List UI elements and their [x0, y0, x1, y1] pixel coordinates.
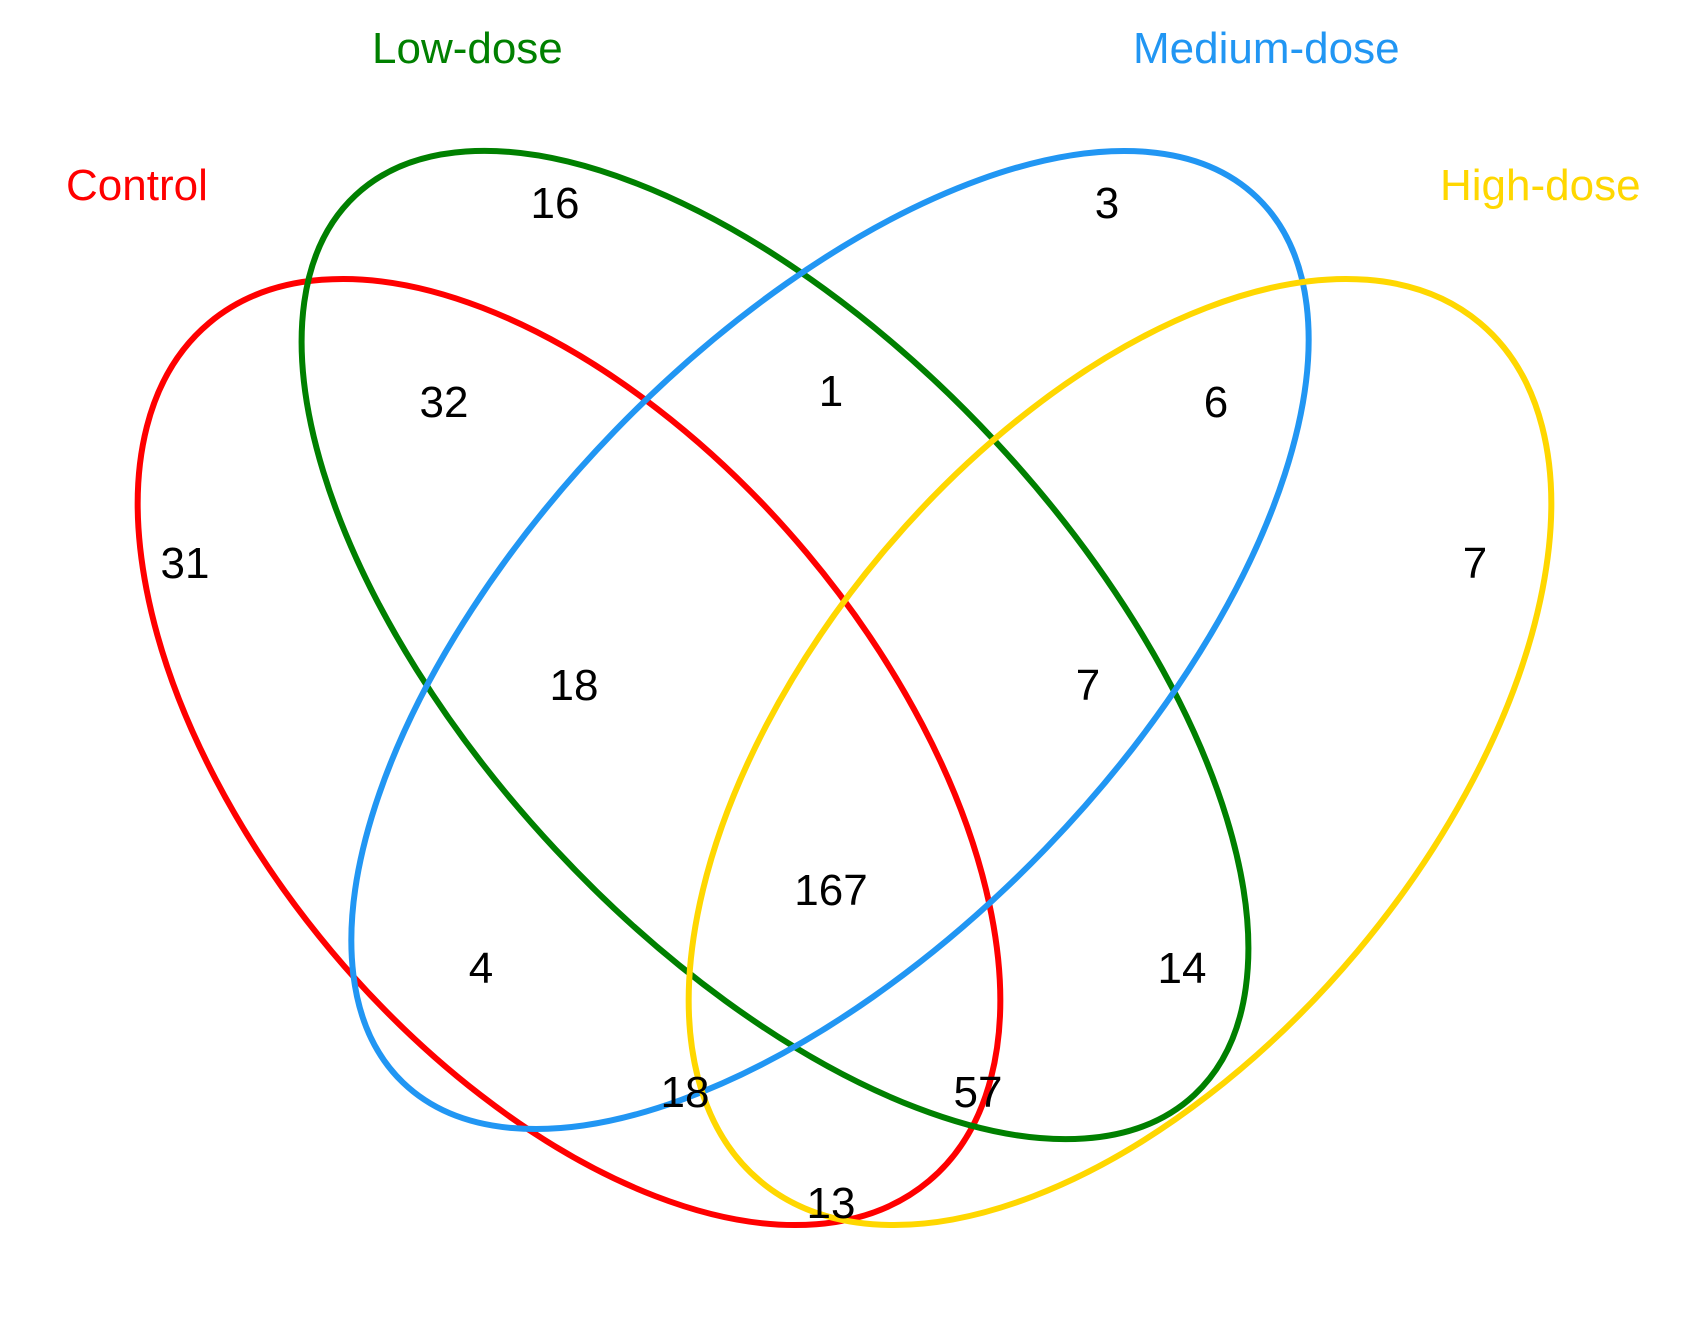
set-label-high: High-dose — [1440, 161, 1641, 210]
set-label-medium: Medium-dose — [1133, 24, 1400, 73]
region-count-low-medium: 1 — [819, 367, 843, 416]
region-count-medium-only: 3 — [1095, 179, 1119, 228]
region-count-control-only: 31 — [161, 539, 210, 588]
region-count-control-low-medium: 18 — [550, 661, 599, 710]
region-count-medium-high: 6 — [1204, 378, 1228, 427]
region-count-low-medium-high: 7 — [1076, 661, 1100, 710]
set-ellipse-low — [298, 147, 1252, 1143]
region-count-low-only: 16 — [531, 179, 580, 228]
set-ellipse-control — [134, 275, 1004, 1229]
region-count-low-high: 14 — [1158, 944, 1207, 993]
set-ellipse-medium — [348, 147, 1312, 1133]
region-count-control-low-high: 57 — [954, 1068, 1003, 1117]
region-count-control-medium-high: 18 — [661, 1068, 710, 1117]
set-ellipse-high — [685, 275, 1555, 1229]
region-count-control-medium: 4 — [469, 944, 493, 993]
set-label-control: Control — [66, 161, 208, 210]
set-label-low: Low-dose — [372, 24, 563, 73]
region-count-control-high: 13 — [807, 1179, 856, 1228]
region-count-all: 167 — [794, 866, 867, 915]
region-count-control-low: 32 — [420, 378, 469, 427]
region-count-high-only: 7 — [1463, 539, 1487, 588]
